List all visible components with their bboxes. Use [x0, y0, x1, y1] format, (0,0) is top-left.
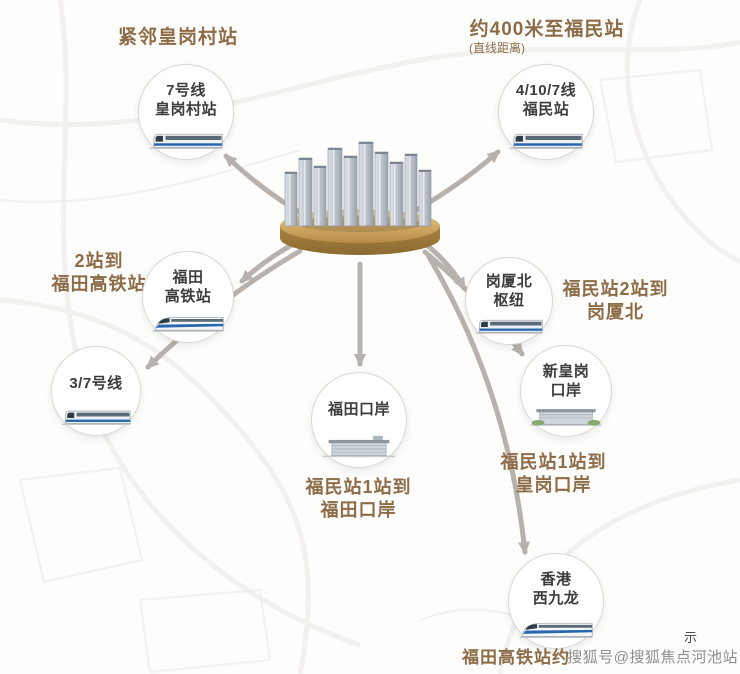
station-node-gangxiabei: 岗厦北 枢纽 — [465, 257, 553, 345]
station-node-line37: 3/7号线 — [51, 346, 141, 436]
central-building-render — [263, 128, 457, 260]
label-fumin-main: 约400米至福民站 — [469, 19, 625, 40]
station-name-label: 高铁站 — [164, 288, 212, 305]
metro-train-icon — [475, 316, 543, 335]
label-hsr-to-hk: 福田高铁站约 — [462, 648, 570, 667]
station-name-label: 枢纽 — [493, 292, 525, 309]
label-fumin-sub: (直线距离) — [469, 41, 525, 55]
station-node-futian-hsr: 福田 高铁站 — [142, 251, 234, 343]
station-line-label: 4/10/7线 — [515, 82, 577, 99]
metro-train-icon — [149, 130, 223, 150]
station-line-label: 福田 — [172, 269, 204, 286]
station-name-label: 西九龙 — [532, 590, 580, 607]
station-line-label: 7号线 — [166, 82, 206, 99]
station-node-huanggangcun: 7号线 皇岗村站 — [138, 64, 234, 160]
station-line-label: 新皇岗 — [542, 363, 590, 380]
label-futian-hsr: 2站到 福田高铁站 — [51, 251, 147, 294]
label-huanggang-port: 福民站1站到 皇岗口岸 — [500, 452, 607, 495]
station-node-west-kowloon: 香港 西九龙 — [508, 553, 604, 649]
station-line-label: 香港 — [540, 571, 572, 588]
label-gangxiabei: 福民站2站到 岗厦北 — [562, 279, 669, 322]
building-illustration — [280, 141, 440, 255]
station-name-label: 皇岗村站 — [154, 101, 217, 118]
metro-train-icon — [509, 130, 583, 150]
station-node-xinhuanggang-port: 新皇岗 口岸 — [520, 345, 612, 437]
corner-note: 示 — [684, 630, 698, 645]
hsr-train-icon — [519, 619, 593, 639]
station-line-label: 岗厦北 — [485, 273, 533, 290]
station-line-label: 3/7号线 — [69, 375, 123, 392]
station-node-fumin: 4/10/7线 福民站 — [498, 64, 594, 160]
port-building-icon — [530, 404, 602, 427]
station-node-futian-port: 福田口岸 — [311, 372, 407, 468]
metro-train-icon — [61, 407, 131, 426]
label-futian-port: 福民站1站到 福田口岸 — [305, 477, 412, 520]
station-name-label: 福民站 — [522, 101, 570, 118]
port-building-icon — [322, 435, 396, 458]
station-line-label: 福田口岸 — [327, 401, 390, 418]
station-name-label: 口岸 — [550, 382, 582, 399]
hsr-train-icon — [152, 313, 224, 333]
label-huanggangcun: 紧邻皇岗村站 — [117, 27, 238, 48]
label-fumin: 约400米至福民站 (直线距离) — [447, 18, 647, 56]
watermark: 搜狐号@搜狐焦点河池站 — [567, 649, 738, 666]
